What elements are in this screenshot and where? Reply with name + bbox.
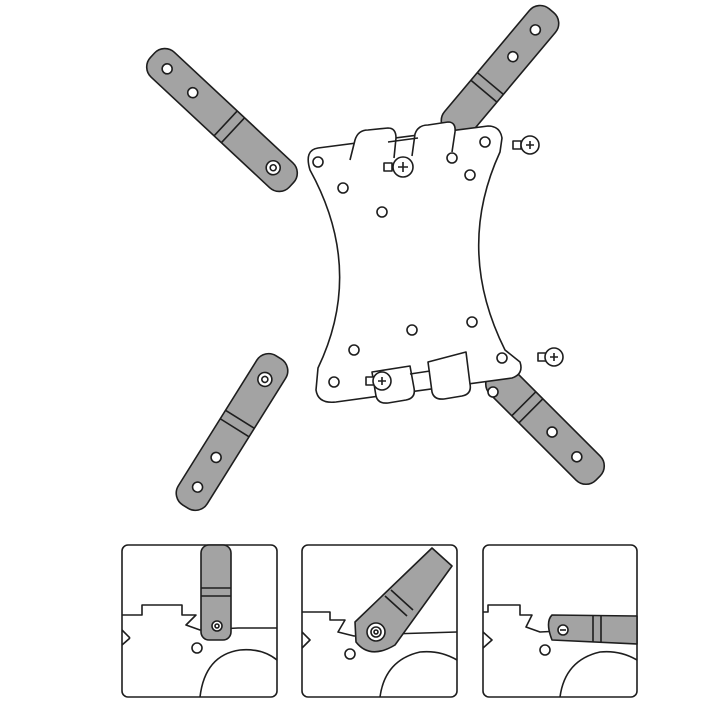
- detail-panel-2: [301, 544, 458, 698]
- vesa-plate: [307, 125, 522, 404]
- plate-holes: [312, 136, 508, 398]
- screw-icon: [365, 371, 392, 391]
- top-clips: [349, 121, 456, 161]
- arm-bottom-left: [175, 352, 289, 512]
- arm-bottom-right: [484, 364, 606, 486]
- screw-icon: [537, 347, 564, 367]
- detail-panel-1: [121, 544, 278, 698]
- screw-icon: [512, 135, 540, 155]
- screw-icon: [383, 156, 414, 178]
- detail-panel-3: [482, 544, 638, 698]
- arm-top-left: [145, 47, 299, 193]
- arm-top-right: [440, 4, 560, 140]
